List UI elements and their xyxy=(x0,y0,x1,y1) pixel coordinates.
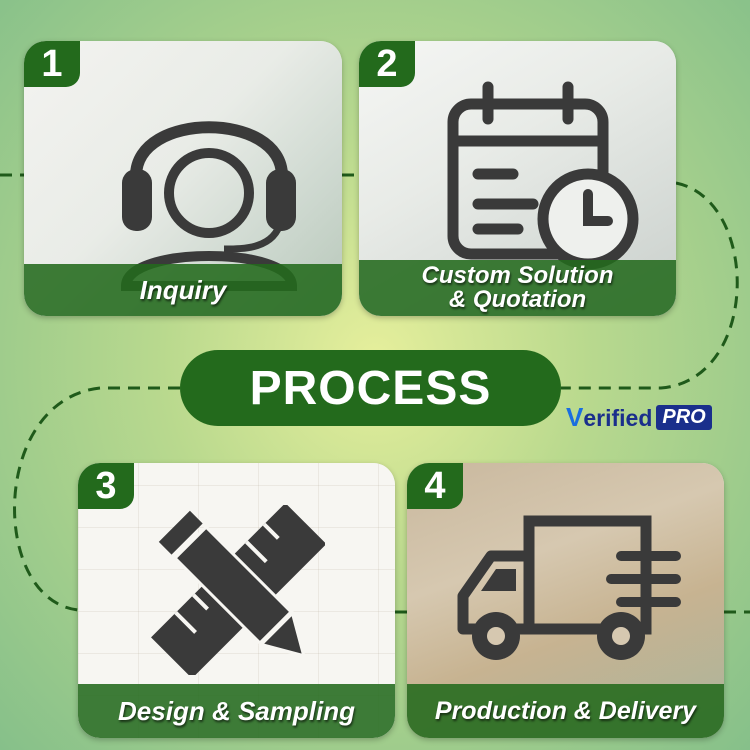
step-caption-line-1: Custom Solution xyxy=(421,262,614,289)
delivery-truck-icon xyxy=(457,515,681,660)
step-number: 3 xyxy=(78,463,134,509)
step-card-delivery: 4 Production & Delivery xyxy=(407,463,724,738)
step-number: 1 xyxy=(24,41,80,87)
step-card-quotation: 2 Custom Solution & Quotation xyxy=(359,41,676,316)
step-number: 2 xyxy=(359,41,415,87)
step-caption: Design & Sampling xyxy=(78,684,395,738)
headset-agent-icon xyxy=(120,121,298,291)
step-number: 4 xyxy=(407,463,463,509)
verified-word: Verified xyxy=(566,401,653,432)
step-caption: Custom Solution & Quotation xyxy=(359,260,676,316)
step-caption: Inquiry xyxy=(24,264,342,316)
step-caption: Production & Delivery xyxy=(407,684,724,738)
pencil-ruler-icon xyxy=(151,505,325,675)
step-card-design: 3 Design & Sampling xyxy=(78,463,395,738)
step-caption-line-2: & Quotation xyxy=(448,286,587,313)
verified-pro-badge: Verified PRO xyxy=(566,402,712,432)
pro-tag: PRO xyxy=(656,404,712,430)
calendar-clock-icon xyxy=(447,81,639,270)
step-card-inquiry: 1 Inquiry xyxy=(24,41,342,316)
process-title: PROCESS xyxy=(180,350,561,426)
